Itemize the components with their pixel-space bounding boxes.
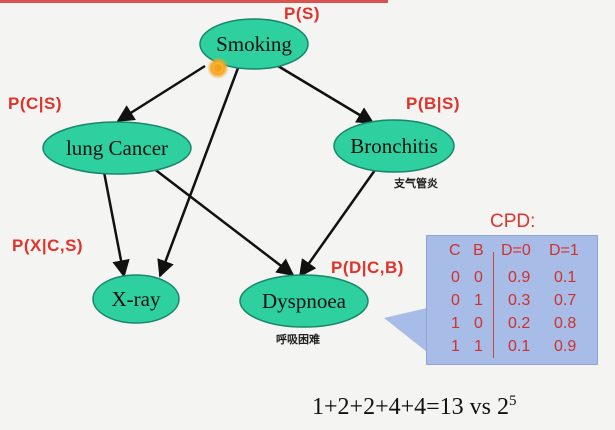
node-lung-cancer: lung Cancer <box>42 121 192 175</box>
cpd-label-lung-cancer: P(C|S) <box>8 94 63 113</box>
node-lung-cancer-label: lung Cancer <box>66 136 168 160</box>
cell-b: 1 <box>474 292 483 309</box>
note-dyspnoea-chinese: 呼吸困难 <box>276 333 320 346</box>
parameter-count-formula: 1+2+2+4+4=13 vs 25 <box>312 393 517 421</box>
cpd-label-smoking: P(S) <box>284 4 320 23</box>
node-dyspnoea: Dyspnoea <box>239 274 369 328</box>
header-c: C <box>449 242 461 259</box>
cell-d0: 0.3 <box>508 292 531 309</box>
cpd-table-header: C B D=0 D=1 <box>427 242 597 264</box>
cell-d0: 0.2 <box>508 315 531 332</box>
cell-d1: 0.9 <box>554 338 577 355</box>
table-row: 1 0 0.2 0.8 <box>427 315 597 337</box>
node-bronchitis-label: Bronchitis <box>350 134 438 158</box>
cell-b: 1 <box>474 338 483 355</box>
node-smoking-label: Smoking <box>216 32 292 56</box>
node-dyspnoea-label: Dyspnoea <box>262 289 347 313</box>
cell-c: 1 <box>451 315 460 332</box>
formula-text: 1+2+2+4+4=13 vs 2 <box>312 394 510 420</box>
cpd-label-bronchitis: P(B|S) <box>406 94 461 113</box>
pointer-center-dot <box>214 64 222 72</box>
cell-d1: 0.7 <box>554 292 577 309</box>
cell-d1: 0.8 <box>554 315 577 332</box>
table-row: 1 1 0.1 0.9 <box>427 338 597 360</box>
title-underline <box>0 0 388 3</box>
cpd-label-dyspnoea: P(D|C,B) <box>331 258 404 277</box>
header-d1: D=1 <box>549 242 579 259</box>
cpd-table-title: CPD: <box>490 211 536 232</box>
table-row: 0 1 0.3 0.7 <box>427 292 597 314</box>
node-xray: X-ray <box>92 274 180 324</box>
edge-smoking-lungcancer <box>116 64 206 123</box>
note-bronchitis-chinese: 支气管炎 <box>394 177 438 190</box>
cpd-table-divider <box>493 252 494 358</box>
cell-c: 1 <box>451 338 460 355</box>
table-callout-pointer <box>384 308 427 352</box>
cell-d0: 0.9 <box>508 269 531 286</box>
edge-lungcancer-xray <box>102 171 130 278</box>
cpd-label-xray: P(X|C,S) <box>12 236 84 255</box>
cpd-table: C B D=0 D=1 0 0 0.9 0.1 0 1 0.3 0.7 1 0 … <box>426 235 598 365</box>
cell-c: 0 <box>451 269 460 286</box>
cell-c: 0 <box>451 292 460 309</box>
cell-b: 0 <box>474 315 483 332</box>
edge-smoking-xray <box>157 67 240 278</box>
header-b: B <box>473 242 484 259</box>
cell-d1: 0.1 <box>554 269 577 286</box>
header-d0: D=0 <box>501 242 531 259</box>
edge-smoking-bronchitis <box>277 64 375 125</box>
table-row: 0 0 0.9 0.1 <box>427 269 597 291</box>
cell-d0: 0.1 <box>508 338 531 355</box>
node-smoking: Smoking <box>199 18 309 70</box>
edge-lungcancer-dyspnoea <box>152 167 295 277</box>
node-xray-label: X-ray <box>112 287 161 311</box>
edge-bronchitis-dyspnoea <box>298 169 377 278</box>
cell-b: 0 <box>474 269 483 286</box>
node-bronchitis: Bronchitis <box>333 119 455 173</box>
formula-exponent: 5 <box>509 393 517 409</box>
